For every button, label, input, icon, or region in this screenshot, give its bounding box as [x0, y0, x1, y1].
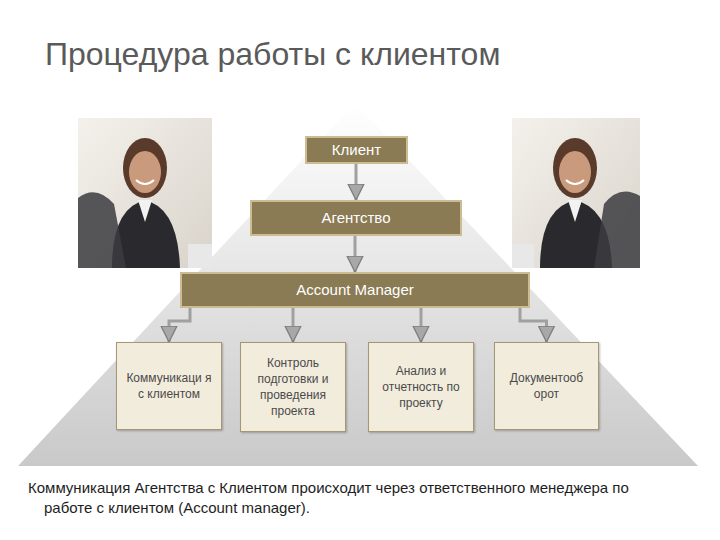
task-box: Документооб орот: [494, 342, 599, 430]
task-box: Коммуникаци я с клиентом: [116, 342, 222, 430]
manager-box: Account Manager: [180, 272, 530, 308]
photo-right: [512, 118, 640, 268]
box-label: Контроль подготовки и проведения проекта: [247, 355, 339, 420]
flow-arrow: [354, 236, 357, 272]
box-label: Коммуникаци я с клиентом: [123, 370, 215, 402]
task-box: Контроль подготовки и проведения проекта: [240, 342, 346, 432]
flow-arrow: [420, 308, 423, 342]
box-label: Account Manager: [296, 281, 414, 299]
photo-left: [78, 118, 212, 268]
box-label: Агентство: [322, 209, 391, 227]
box-label: Клиент: [332, 141, 381, 159]
task-box: Анализ и отчетность по проекту: [368, 342, 474, 432]
pyramid: [18, 103, 698, 466]
slide-caption: Коммуникация Агентства с Клиентом происх…: [28, 478, 668, 517]
flow-arrow: [169, 308, 190, 342]
box-label: Документооб орот: [501, 370, 592, 402]
slide-title: Процедура работы с клиентом: [45, 36, 500, 73]
flow-arrow: [292, 308, 295, 342]
box-label: Анализ и отчетность по проекту: [375, 363, 467, 412]
agency-box: Агентство: [250, 200, 462, 236]
flow-arrow: [520, 308, 547, 342]
flow-arrow: [355, 164, 358, 200]
client-box: Клиент: [305, 136, 408, 164]
